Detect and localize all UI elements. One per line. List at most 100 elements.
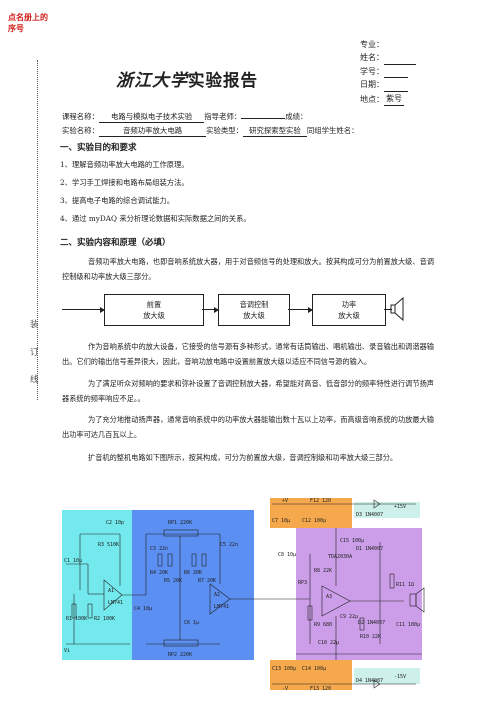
label-rp2: RP2 220K [168,652,192,658]
experiment-name-label: 实验名称： [62,126,99,135]
block-power-line1: 功率 [341,300,357,309]
report-title: 浙江大学实验报告 [116,66,258,91]
power-amp-region [296,528,422,660]
label-r11: R11 1Ω [396,582,414,588]
label-c11: C11 100μ [396,622,420,628]
label-r9: R9 680 [314,622,332,628]
binding-char-ding: 订 [30,348,39,358]
report-title-text: 实验报告 [188,71,258,90]
label-c6: C6 1μ [184,620,199,626]
course-name-label: 课程名称： [62,112,99,121]
location-value: 紫号 [384,92,404,107]
block-power-amp: 功率 放大级 [312,294,386,326]
date-field[interactable] [384,82,408,92]
block-preamp-line1: 前置 [146,300,162,309]
amplifier-circuit-schematic: C2 10p R3 510K C1 10μ R1 100K R2 100K A1… [62,498,425,692]
label-a2: A2 [214,592,220,598]
label-r10: R10 22K [360,634,381,640]
label-d2: D2 1N4007 [358,620,385,626]
label-m15: -15V [394,674,406,680]
label-f13: F13 120 [310,686,331,692]
block-tone-control: 音调控制 放大级 [218,294,290,326]
student-info: 专业： 姓名： 学号： 日期： 地点：紫号 [360,38,416,107]
label-c13: C13 100μ [272,666,296,672]
label-r8: R8 22K [314,568,332,574]
principle-paragraph-5: 扩音机的整机电路如下图所示，按其构成，可分为前置放大级，音调控制级和功率放大级三… [88,453,398,462]
label-f12: F12 120 [310,498,331,504]
negative-supply-region [270,660,352,690]
diode-region-top [354,502,420,518]
tone-control-region [132,510,254,660]
label-r4: R4 20K [150,570,168,576]
section1-heading: 一、实验目的和要求 [60,143,137,153]
grade-label: 成绩： [285,112,308,121]
student-id-label: 学号： [360,66,384,76]
label-r3: R3 510K [98,542,119,548]
label-r1: R1 100K [66,616,87,622]
signal-input-arrow [62,306,105,313]
objective-item: 3、提高电子电路的综合调试能力。 [60,196,175,205]
positive-supply-region [270,498,352,528]
label-r7: R7 20K [198,578,216,584]
label-c1: C1 10μ [64,558,82,564]
student-id-field[interactable] [384,68,408,79]
block-preamp: 前置 放大级 [104,294,204,326]
label-tda2030a: TDA2030A [328,554,352,560]
section2-heading: 二、实验内容和原理（必填） [60,238,171,248]
label-vin: Vi [64,648,70,654]
label-c4: C4 10μ [134,606,152,612]
label-lm741-a: LM741 [108,600,123,606]
experiment-name-value: 音频功率放大电路 [98,125,207,137]
label-c7: C7 10μ [272,518,290,524]
experiment-type-label: 实验类型： [206,126,244,135]
label-r2: R2 100K [94,616,115,622]
roster-note-line2: 序号 [8,24,24,33]
speaker-icon [390,296,404,322]
label-vneg: -V [282,686,288,692]
name-label: 姓名： [360,53,384,63]
teacher-field[interactable] [241,110,286,119]
preamp-region [62,510,132,660]
principle-paragraph-1: 音频功率放大电路，也即音响系统放大器，用于对音频信号的处理和放大。按其构成可分为… [62,257,434,281]
roster-number-note: 点名册上的 序号 [8,12,48,34]
roster-note-line1: 点名册上的 [8,13,48,22]
label-c3: C3 22n [150,546,168,552]
label-rp1: RP1 220K [168,520,192,526]
label-a1: A1 [108,588,114,594]
arrow-tone-to-power [288,306,313,313]
course-line-2: 实验名称：音频功率放大电路实验类型：研究探索型实验同组学生姓名： [62,125,359,137]
principle-paragraph-2: 作为音响系统中的放大设备，它接受的信号源有多种形式，通常有话筒输出、唱机输出、录… [62,342,434,366]
university-logo-text: 浙江大学 [116,71,188,91]
objective-item: 2、学习手工焊接和电路布局组装方法。 [60,178,189,187]
binding-char-xian: 线 [30,375,39,385]
label-rp3: RP3 [298,580,307,586]
label-d4: D4 1N4007 [356,678,383,684]
partner-label: 同组学生姓名： [306,126,359,135]
diode-region-bottom [354,668,420,684]
label-p15: +15V [394,504,406,510]
label-c8: C8 10μ [278,552,296,558]
label-r6: R6 20K [184,570,202,576]
label-c5: C5 22n [220,542,238,548]
principle-paragraph-4: 为了充分地推动扬声器，通常音响系统中的功率放大器能输出数十瓦以上功率，而高级音响… [62,415,434,439]
label-c2: C2 10p [106,520,124,526]
location-label: 地点： [360,94,384,104]
course-name-value: 电路与模拟电子技术实验 [98,111,205,123]
binding-char-zhuang: 装 [30,320,39,330]
label-vpos: +V [282,498,288,504]
label-c9: C9 22μ [340,614,358,620]
teacher-label: 指导老师： [204,112,242,121]
label-c10: C10 22μ [318,640,339,646]
principle-paragraph-3: 为了满足听众对频响的要求和弥补设置了音调控制放大器，希望能对高音、低音部分的频率… [62,379,434,403]
power-output-wire [384,309,392,310]
experiment-type-value: 研究探索型实验 [243,125,307,137]
date-label: 日期： [360,80,384,90]
course-line-1: 课程名称：电路与模拟电子技术实验指导老师： 成绩： [62,110,307,123]
name-field[interactable] [384,55,416,65]
label-c14: C14 100μ [302,666,326,672]
label-a3: A3 [326,594,332,600]
block-preamp-line2: 放大级 [143,311,165,320]
label-r5: R5 20K [164,578,182,584]
block-power-line2: 放大级 [338,311,360,320]
major-label: 专业： [360,40,384,49]
